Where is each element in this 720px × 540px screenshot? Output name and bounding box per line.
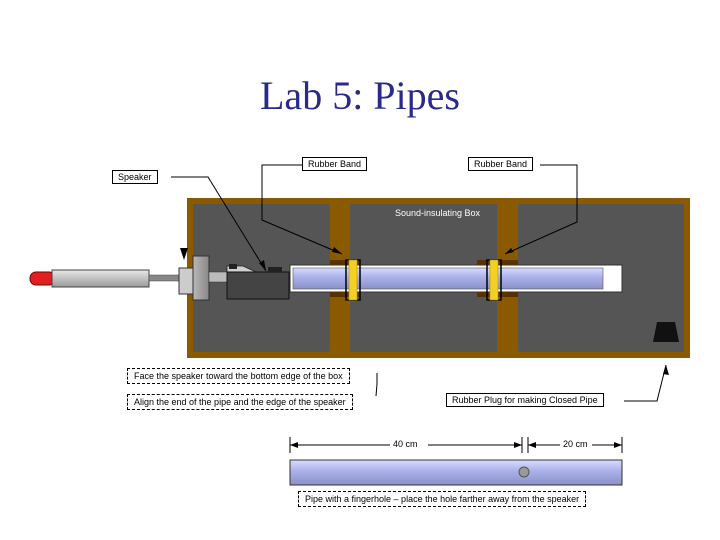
speaker bbox=[178, 248, 293, 301]
rubber-band-right-label: Rubber Band bbox=[468, 157, 534, 171]
rubber-plug-label: Rubber Plug for making Closed Pipe bbox=[446, 393, 604, 407]
align-pipe-note: Align the end of the pipe and the edge o… bbox=[127, 394, 353, 410]
dimension-arrowheads bbox=[290, 442, 622, 448]
face-speaker-note: Face the speaker toward the bottom edge … bbox=[127, 368, 350, 384]
speaker-label: Speaker bbox=[112, 170, 158, 184]
fingerhole-pipe bbox=[289, 459, 623, 486]
dimension-20cm: 20 cm bbox=[563, 439, 588, 449]
fingerhole bbox=[518, 466, 530, 478]
pipe bbox=[289, 264, 623, 293]
rubber-band-left-label: Rubber Band bbox=[302, 157, 368, 171]
speaker-rod bbox=[29, 269, 180, 288]
rubber-band-left bbox=[330, 259, 361, 301]
fingerhole-note: Pipe with a fingerhole – place the hole … bbox=[298, 491, 587, 507]
page-title: Lab 5: Pipes bbox=[260, 73, 460, 118]
dimension-40cm: 40 cm bbox=[393, 439, 418, 449]
rubber-plug bbox=[653, 322, 679, 342]
rubber-band-right bbox=[477, 259, 518, 301]
box-label: Sound-insulating Box bbox=[395, 208, 481, 218]
callout-arrowheads bbox=[259, 247, 669, 375]
callout-lines bbox=[171, 164, 667, 402]
